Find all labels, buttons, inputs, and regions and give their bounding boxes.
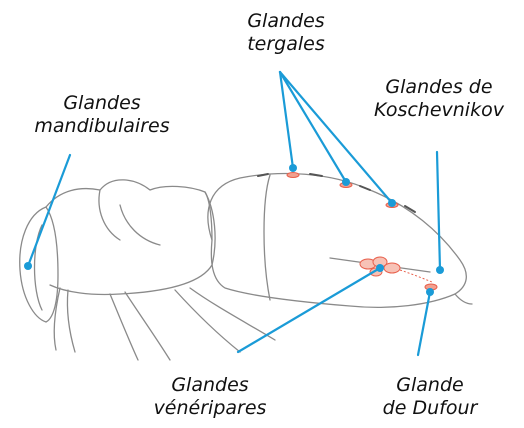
leader-koschevnikov-dot bbox=[436, 266, 444, 274]
tergal-gland-1 bbox=[287, 173, 299, 178]
leader-mandibulaires bbox=[28, 155, 70, 266]
label-tergales: Glandes tergales bbox=[226, 10, 346, 56]
label-koschevnikov-line-1: Glandes de bbox=[364, 76, 514, 99]
label-mandibulaires: Glandes mandibulaires bbox=[22, 92, 182, 138]
segment-mark-2 bbox=[310, 174, 322, 176]
leader-tergales-dot-1 bbox=[289, 164, 297, 172]
segment-mark-1 bbox=[258, 174, 268, 176]
leader-tergales-dot-3 bbox=[388, 199, 396, 207]
label-tergales-line-2: tergales bbox=[226, 33, 346, 56]
label-mandibulaires-line-1: Glandes bbox=[22, 92, 182, 115]
leg-hind bbox=[175, 288, 275, 352]
leader-koschevnikov bbox=[437, 152, 440, 270]
leader-dufour bbox=[418, 292, 430, 355]
label-tergales-line-1: Glandes bbox=[226, 10, 346, 33]
thorax-detail bbox=[120, 205, 160, 245]
label-veneripares: Glandes vénéripares bbox=[140, 374, 280, 420]
segment-mark-3 bbox=[360, 186, 370, 190]
leader-mandibulaires-dot bbox=[24, 262, 32, 270]
label-dufour: Glande de Dufour bbox=[370, 374, 490, 420]
leader-veneripares-dot bbox=[376, 264, 384, 272]
label-veneripares-line-1: Glandes bbox=[140, 374, 280, 397]
stinger bbox=[455, 294, 472, 304]
abdomen-segment bbox=[264, 175, 270, 300]
label-mandibulaires-line-2: mandibulaires bbox=[22, 115, 182, 138]
label-veneripares-line-2: vénéripares bbox=[140, 397, 280, 420]
leader-veneripares bbox=[238, 268, 380, 352]
thorax-detail-2 bbox=[99, 190, 120, 240]
label-koschevnikov-line-2: Koschevnikov bbox=[364, 99, 514, 122]
label-koschevnikov: Glandes de Koschevnikov bbox=[364, 76, 514, 122]
label-dufour-line-1: Glande bbox=[370, 374, 490, 397]
label-dufour-line-2: de Dufour bbox=[370, 397, 490, 420]
leg-mid bbox=[110, 292, 170, 360]
leader-dufour-dot bbox=[426, 288, 434, 296]
leader-tergales-dot-2 bbox=[342, 178, 350, 186]
thorax-outline bbox=[46, 180, 215, 295]
